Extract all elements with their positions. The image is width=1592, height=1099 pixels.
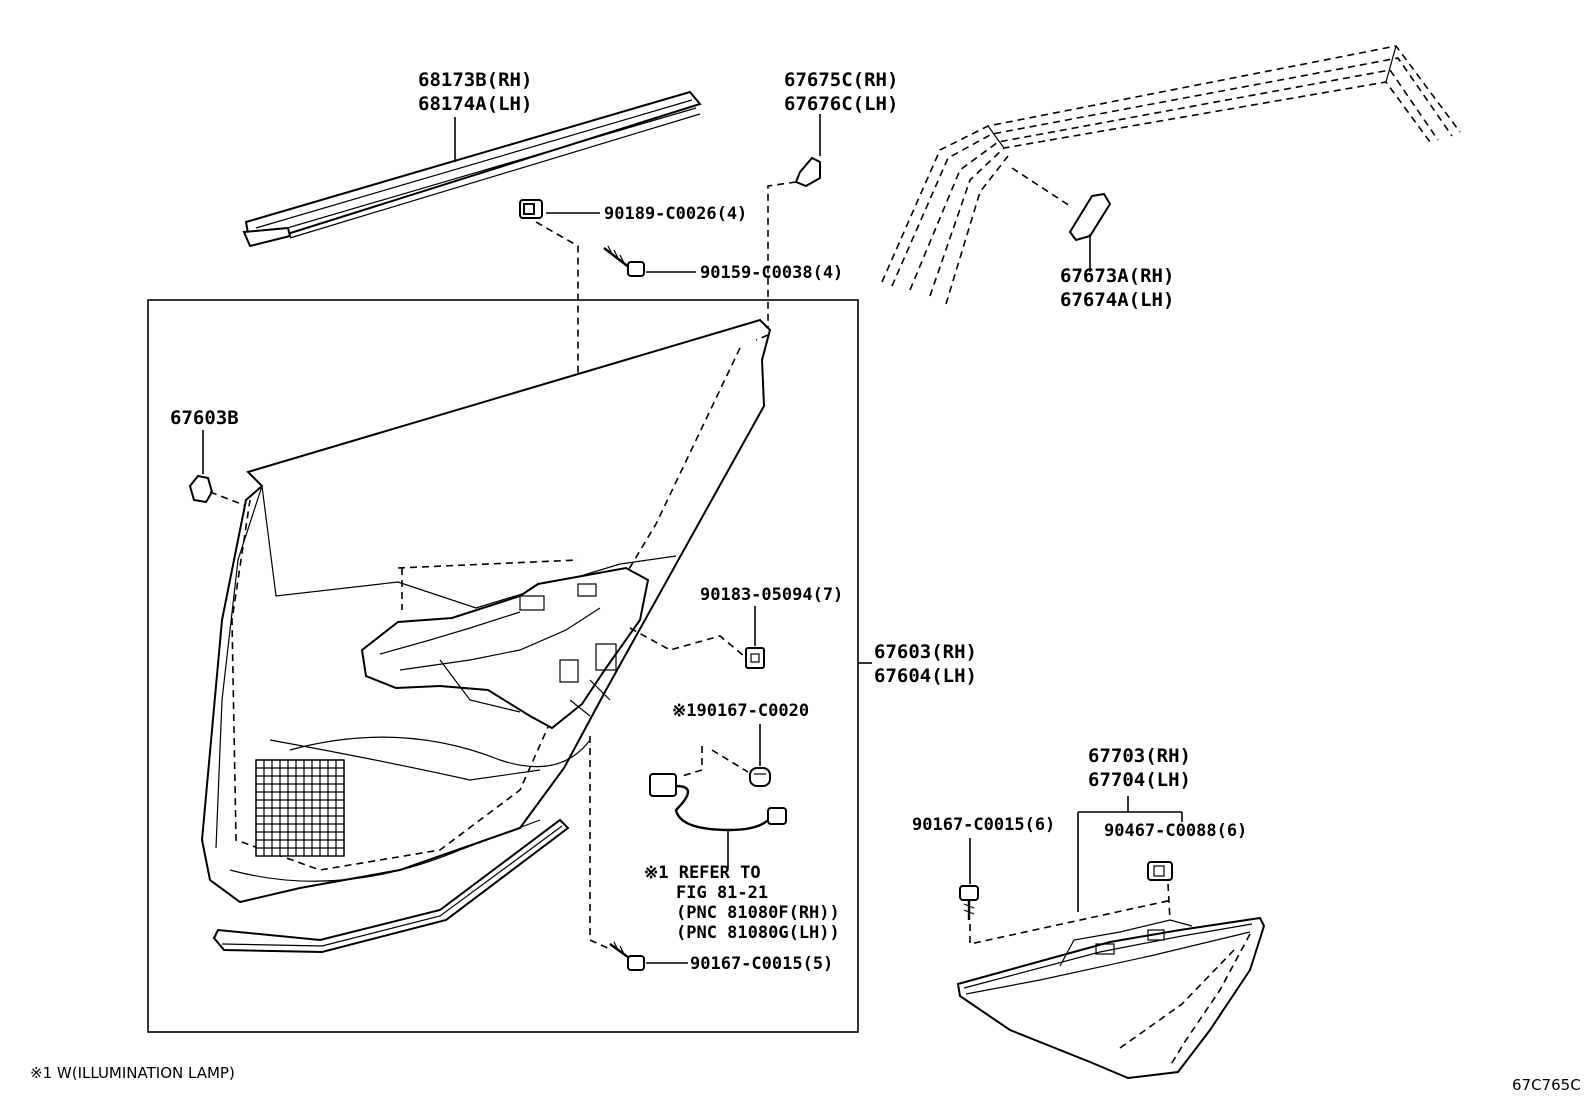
clip-90467-part[interactable] <box>1147 861 1173 881</box>
label-90183: 90183-05094(7) <box>700 585 843 605</box>
label-67675c: 67675C(RH) <box>784 69 898 91</box>
assembly-frame-box <box>147 299 859 1033</box>
door-frame-outline <box>881 45 1461 305</box>
label-67603b: 67603B <box>170 407 239 429</box>
dashed-guide-c <box>755 334 769 341</box>
footnote: ※1 W(ILLUMINATION LAMP) <box>30 1064 235 1082</box>
refer-line-4: (PNC 81080G(LH)) <box>676 923 840 943</box>
figure-code: 67C765C <box>1512 1076 1581 1094</box>
label-67673a: 67673A(RH) <box>1060 265 1174 287</box>
label-90159: 90159-C0038(4) <box>700 263 843 283</box>
armrest-bracket-part[interactable] <box>360 566 650 730</box>
label-67604: 67604(LH) <box>874 665 977 687</box>
refer-line-1: ※1 REFER TO <box>644 863 761 883</box>
label-67676c: 67676C(LH) <box>784 93 898 115</box>
label-67703: 67703(RH) <box>1088 745 1191 767</box>
label-90167-c0015-6: 90167-C0015(6) <box>912 815 1055 835</box>
bracket-67703 <box>1077 796 1183 912</box>
wire-harness-part[interactable] <box>649 773 787 832</box>
dashed-guide-lamp-2 <box>711 749 749 773</box>
label-90467: 90467-C0088(6) <box>1104 821 1247 841</box>
dashed-guide-lamp <box>681 746 703 777</box>
label-90167-c0020: ※190167-C0020 <box>672 701 809 721</box>
armrest-trim-part[interactable] <box>956 916 1266 1080</box>
dashed-guide-90183 <box>629 627 745 657</box>
garnish-67673-part[interactable] <box>1068 192 1112 242</box>
screw-90167-c0015-6-part[interactable] <box>959 885 979 920</box>
clip-90189-part[interactable] <box>519 199 543 219</box>
label-67704: 67704(LH) <box>1088 769 1191 791</box>
dashed-guide-67675 <box>767 181 797 335</box>
lamp-bulb-part[interactable] <box>749 767 771 787</box>
label-67674a: 67674A(LH) <box>1060 289 1174 311</box>
dashed-guide-90167-5 <box>589 736 613 951</box>
refer-line-3: (PNC 81080F(RH)) <box>676 903 840 923</box>
label-68174a: 68174A(LH) <box>418 93 532 115</box>
label-67603: 67603(RH) <box>874 641 977 663</box>
screw-90167-c0015-5-part[interactable] <box>609 941 645 971</box>
dashed-guide-a <box>397 559 579 569</box>
weatherstrip-part[interactable] <box>242 90 702 248</box>
refer-line-2: FIG 81-21 <box>676 883 768 903</box>
dashed-guide-90467 <box>1167 883 1171 921</box>
label-90167-c0015-5: 90167-C0015(5) <box>690 954 833 974</box>
dashed-guide-67673 <box>1011 167 1071 207</box>
screw-90159-part[interactable] <box>603 245 645 277</box>
lower-moulding-part[interactable] <box>212 818 570 954</box>
label-68173b: 68173B(RH) <box>418 69 532 91</box>
speaker-grille <box>255 759 345 857</box>
label-90189: 90189-C0026(4) <box>604 204 747 224</box>
clip-67675-part[interactable] <box>794 156 821 188</box>
clip-nut-90183-part[interactable] <box>745 647 765 669</box>
clip-67603b-part[interactable] <box>188 474 214 504</box>
dashed-guide-90167-6 <box>969 899 1173 945</box>
